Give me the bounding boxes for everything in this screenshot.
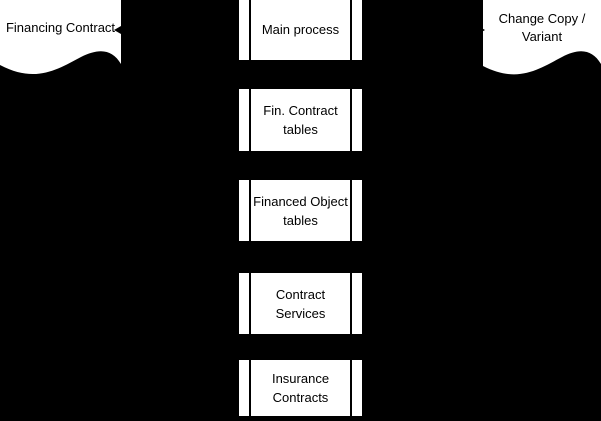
arrowhead-right-icon <box>478 26 485 34</box>
predefined-process-line <box>350 0 352 60</box>
predefined-process-line <box>350 180 352 241</box>
predefined-process-line <box>249 180 251 241</box>
document-shape-icon <box>0 0 121 75</box>
process-box-main-process[interactable]: Main process <box>239 0 362 60</box>
document-label: Change Copy / Variant <box>498 11 586 44</box>
predefined-process-line <box>249 360 251 416</box>
process-box-label: Financed Object tables <box>253 193 348 228</box>
process-box-label: Contract Services <box>275 286 326 321</box>
document-shape-icon <box>483 0 601 75</box>
predefined-process-line <box>350 273 352 334</box>
connector-main-to-change-copy <box>362 29 483 31</box>
document-change-copy-variant[interactable]: Change Copy / Variant <box>483 0 601 82</box>
process-box-fin-contract-tables[interactable]: Fin. Contract tables <box>239 89 362 151</box>
process-box-label: Insurance Contracts <box>271 371 330 405</box>
predefined-process-line <box>249 273 251 334</box>
arrowhead-left-icon <box>114 26 121 34</box>
predefined-process-line <box>249 89 251 151</box>
process-box-financed-object-tables[interactable]: Financed Object tables <box>239 180 362 241</box>
predefined-process-line <box>350 360 352 416</box>
document-financing-contract[interactable]: Financing Contract <box>0 0 121 82</box>
predefined-process-line <box>350 89 352 151</box>
document-label: Financing Contract <box>5 20 116 35</box>
process-box-label: Main process <box>261 22 340 37</box>
process-box-contract-services[interactable]: Contract Services <box>239 273 362 334</box>
process-box-label: Fin. Contract tables <box>263 103 338 137</box>
predefined-process-line <box>249 0 251 60</box>
process-box-insurance-contracts[interactable]: Insurance Contracts <box>239 360 362 416</box>
connector-main-to-financing <box>121 29 239 31</box>
